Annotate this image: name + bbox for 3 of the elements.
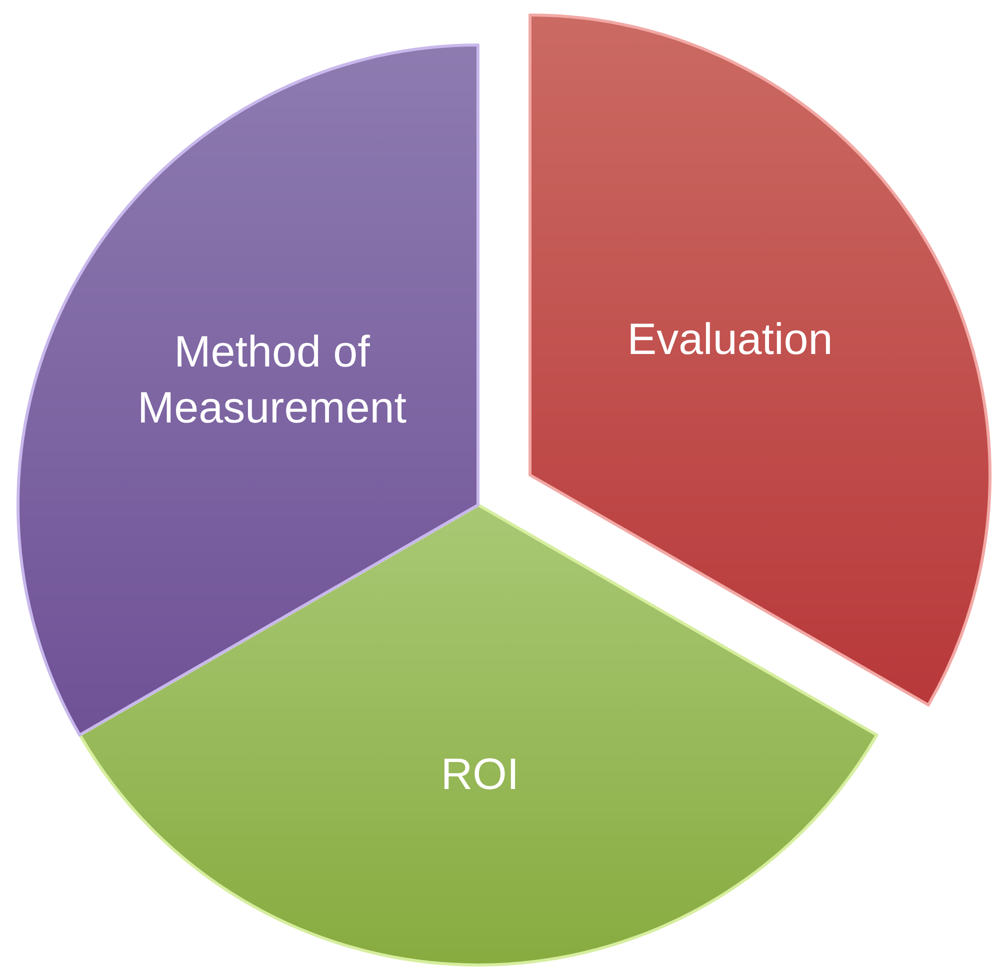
segment-label: Evaluation <box>626 314 834 366</box>
segment-label: Method of Measurement <box>136 326 408 435</box>
segment-label: ROI <box>440 748 520 801</box>
